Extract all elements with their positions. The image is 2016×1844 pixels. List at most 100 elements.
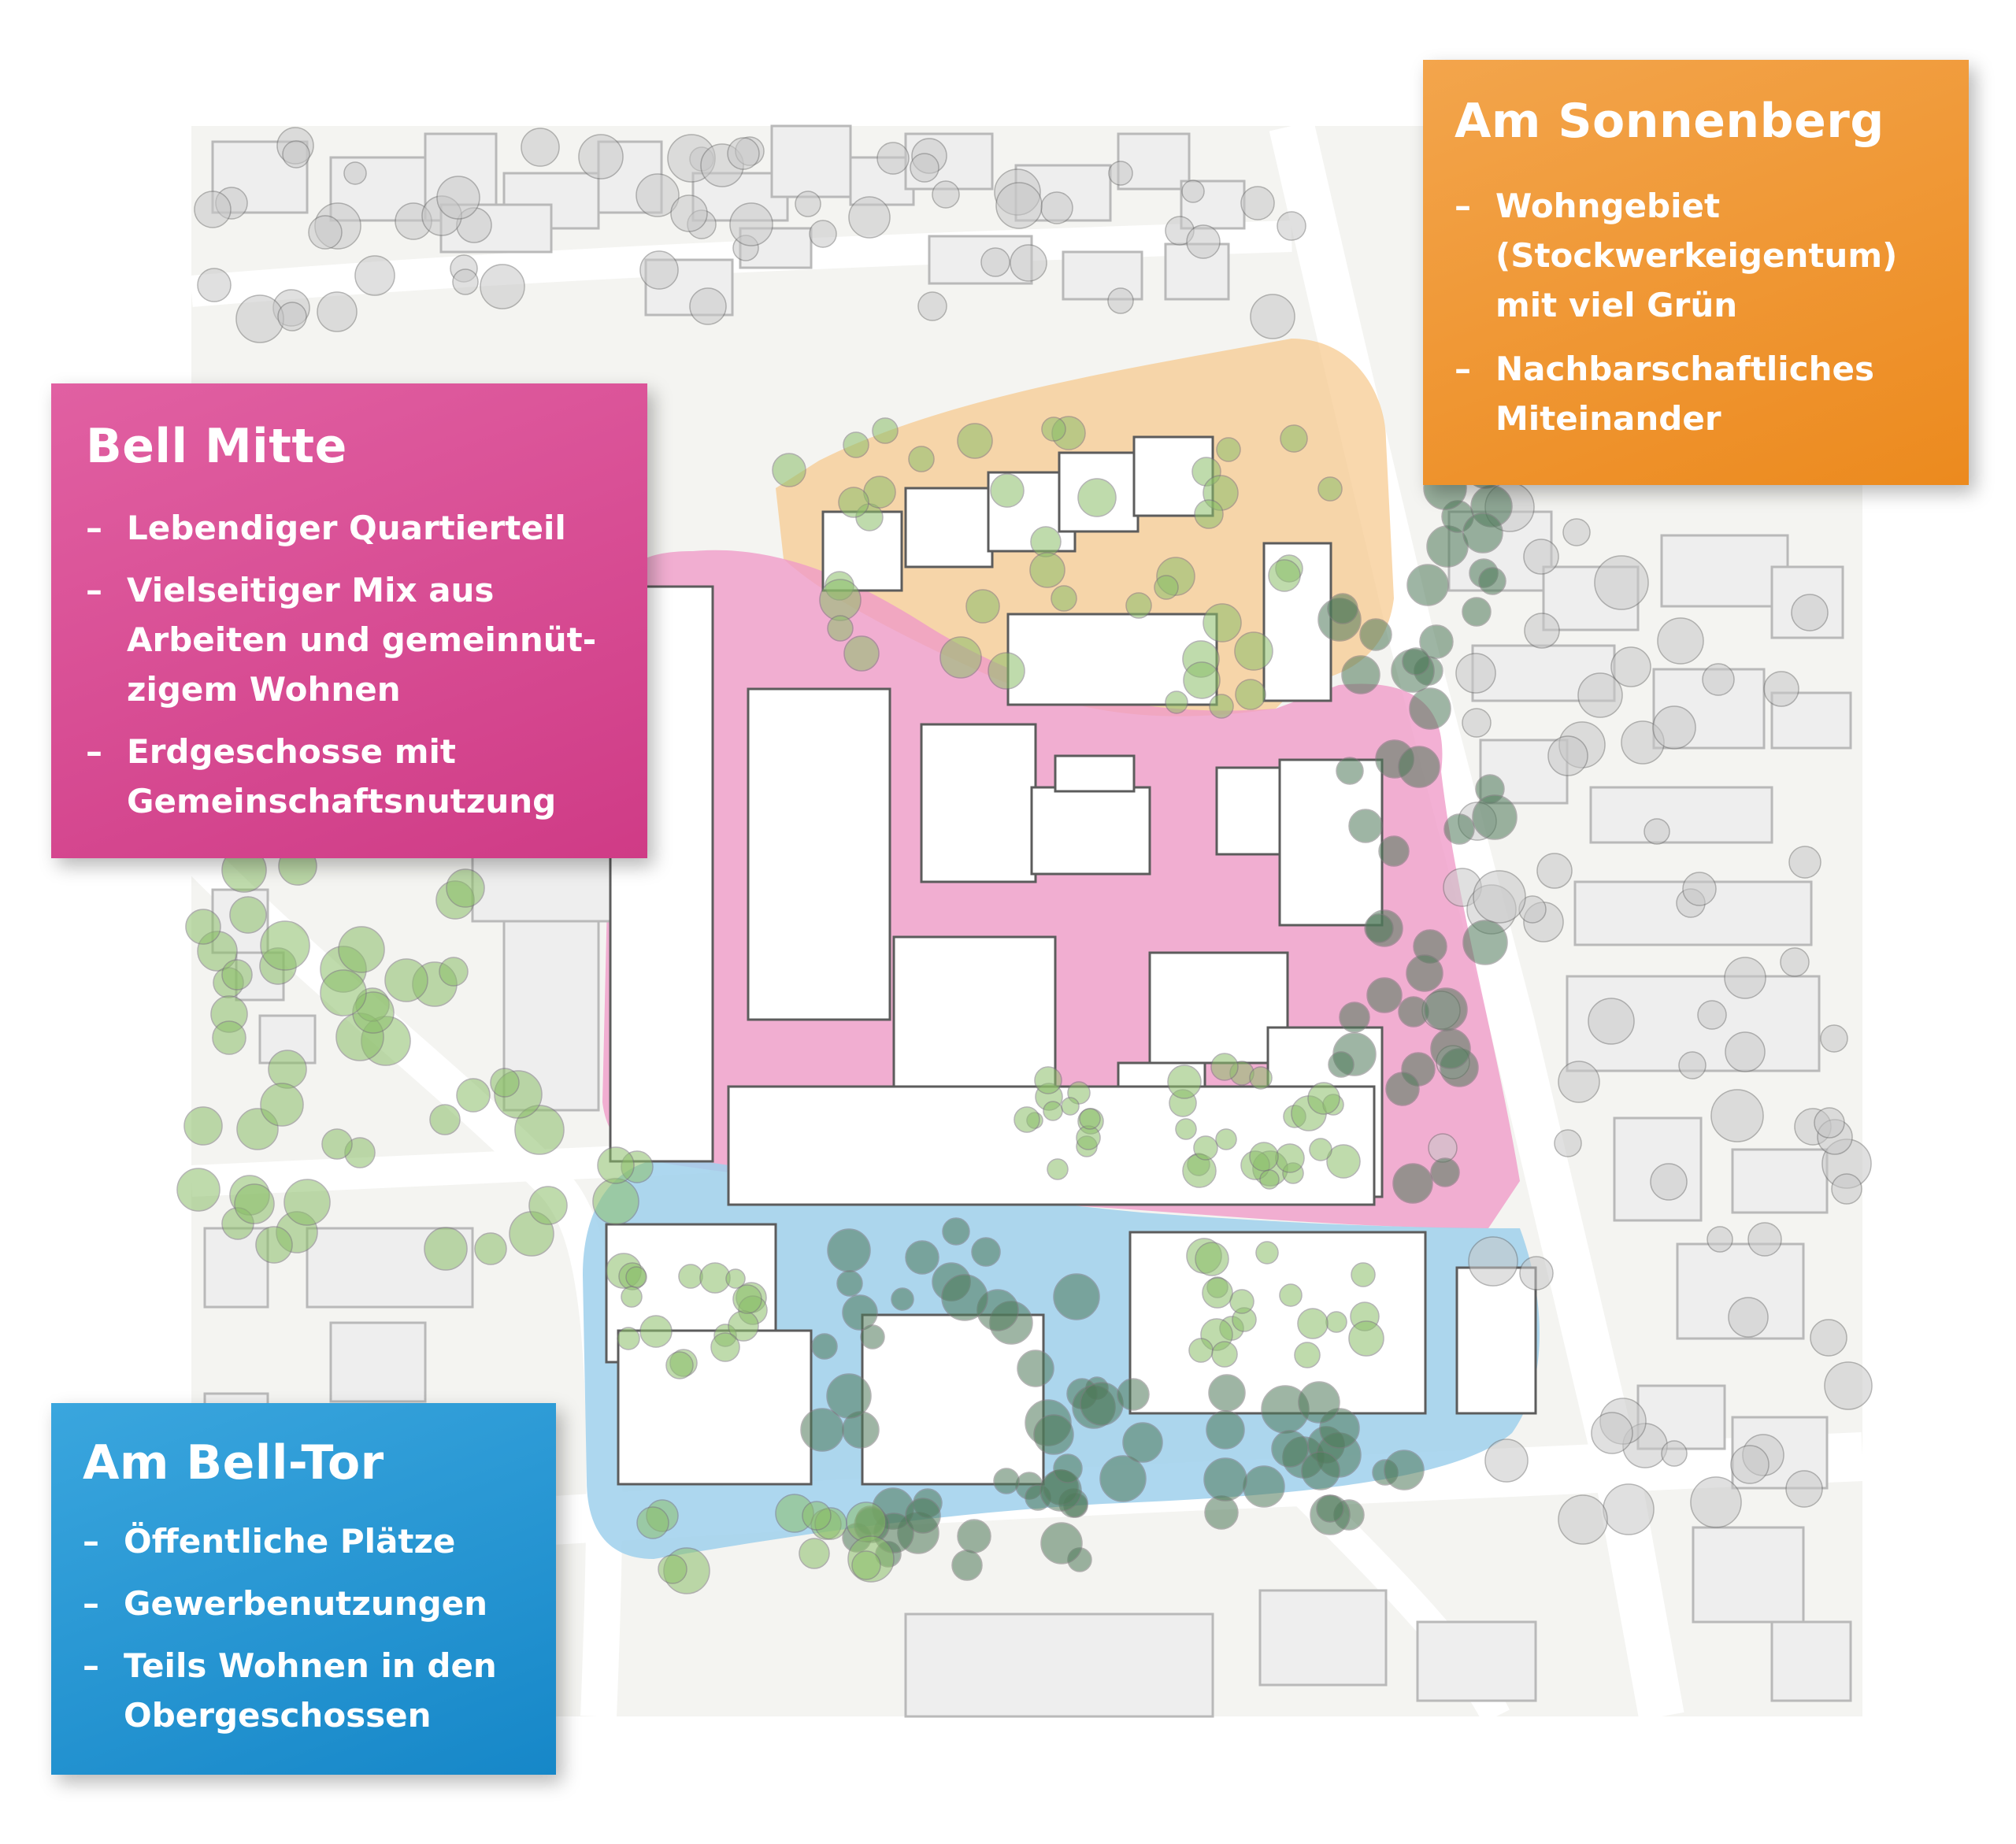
tree — [1728, 1297, 1769, 1338]
tree — [795, 191, 821, 217]
tree — [729, 202, 773, 246]
tree — [1195, 1242, 1229, 1276]
tree — [282, 140, 310, 168]
tree — [1341, 655, 1380, 694]
tree — [725, 1268, 746, 1289]
area-card-bell-mitte: Bell Mitte –Lebendiger Quartierteil –Vie… — [51, 383, 647, 858]
tree — [229, 896, 267, 934]
tree — [772, 453, 806, 487]
tree — [617, 1327, 640, 1350]
site-building — [920, 723, 1037, 883]
tree — [1364, 913, 1394, 943]
tree — [951, 1550, 983, 1581]
tree — [1298, 1381, 1340, 1424]
tree — [876, 142, 910, 175]
tree — [1814, 1107, 1845, 1139]
trees — [176, 127, 1873, 1594]
tree — [1725, 1031, 1766, 1072]
tree — [1678, 1051, 1707, 1079]
tree — [1206, 1410, 1245, 1450]
tree — [665, 1351, 694, 1379]
tree — [941, 1274, 988, 1321]
tree — [212, 1020, 246, 1055]
tree — [221, 959, 253, 991]
tree — [1724, 957, 1766, 999]
tree — [1040, 1522, 1083, 1564]
tree — [827, 615, 854, 642]
site-building — [1030, 786, 1151, 876]
tree — [1186, 224, 1221, 259]
tree — [1211, 1341, 1238, 1368]
site-building — [1148, 951, 1289, 1065]
dash-bullet: – — [1455, 350, 1471, 388]
tree — [621, 1286, 643, 1308]
tree — [1406, 564, 1449, 606]
tree — [1010, 244, 1047, 282]
tree — [317, 291, 358, 332]
dash-bullet: – — [83, 1584, 99, 1623]
tree — [268, 1050, 307, 1089]
tree — [1392, 1163, 1433, 1204]
area-title: Am Bell-Tor — [83, 1435, 384, 1490]
site-building — [747, 687, 891, 1021]
tree — [1652, 705, 1696, 750]
area-title: Am Sonnenberg — [1455, 94, 1884, 149]
tree — [1182, 1153, 1217, 1188]
tree — [1255, 1241, 1279, 1265]
tree — [625, 1266, 647, 1288]
tree — [1385, 1072, 1420, 1106]
tree — [838, 487, 869, 518]
tree — [1359, 618, 1392, 651]
tree — [851, 1550, 881, 1580]
tree — [988, 652, 1025, 690]
tree — [932, 180, 960, 209]
tree — [1154, 575, 1179, 600]
tree — [689, 287, 727, 325]
tree — [1033, 1414, 1074, 1455]
tree — [1473, 870, 1526, 924]
tree — [1763, 671, 1799, 707]
area-item-list: –Lebendiger Quartierteil –Vielseitiger M… — [86, 503, 616, 826]
tree — [1309, 1138, 1332, 1161]
tree — [1175, 1118, 1197, 1140]
tree — [183, 1106, 223, 1146]
tree — [1519, 1256, 1554, 1290]
tree — [1040, 191, 1073, 224]
area-item-list: –Wohngebiet (Stockwerkeigentum) mit viel… — [1455, 181, 1937, 443]
tree — [1301, 1451, 1340, 1490]
area-item: –Wohngebiet (Stockwerkeigentum) mit viel… — [1455, 181, 1937, 330]
tree — [1788, 846, 1821, 879]
tree — [1547, 735, 1588, 776]
tree — [939, 636, 982, 679]
tree — [446, 868, 485, 908]
tree — [1661, 1440, 1688, 1467]
tree — [799, 1538, 830, 1569]
tree — [1193, 1135, 1218, 1161]
tree — [639, 250, 679, 290]
area-item: –Lebendiger Quartierteil — [86, 503, 616, 553]
tree — [197, 268, 232, 302]
tree — [1043, 1101, 1063, 1121]
tree — [1462, 513, 1503, 554]
tree — [1107, 287, 1134, 314]
tree — [1588, 998, 1635, 1045]
tree — [429, 1104, 461, 1135]
tree — [1271, 1430, 1309, 1468]
tree — [942, 1217, 970, 1246]
tree — [1080, 1382, 1124, 1426]
tree — [1125, 592, 1152, 619]
tree — [521, 128, 560, 167]
tree — [971, 1237, 1001, 1267]
tree — [260, 920, 310, 971]
tree — [1297, 1308, 1329, 1339]
site-building — [609, 585, 714, 1163]
tree — [1409, 687, 1451, 730]
area-item: –Öffentliche Plätze — [83, 1516, 524, 1566]
tree — [1215, 1128, 1237, 1150]
tree — [1707, 1226, 1733, 1253]
tree — [1351, 1262, 1376, 1287]
dash-bullet: – — [83, 1646, 99, 1685]
tree — [1378, 835, 1410, 867]
tree — [1710, 1089, 1764, 1142]
tree — [1240, 186, 1275, 220]
